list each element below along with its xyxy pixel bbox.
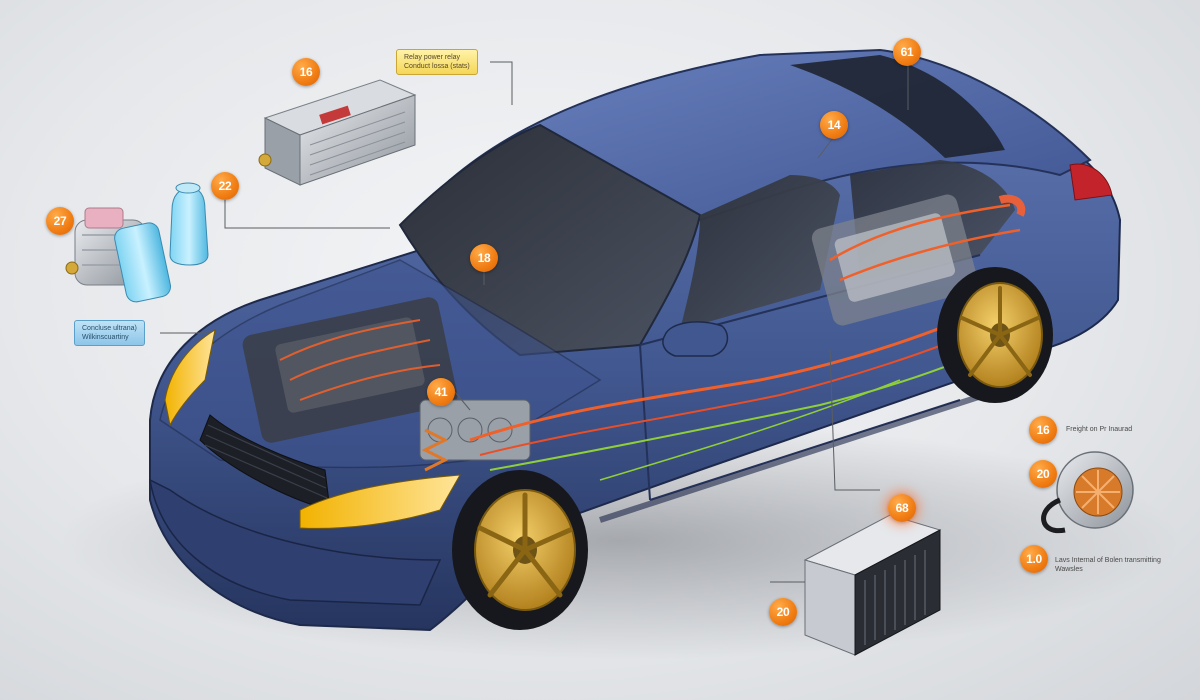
relay-tag-line1: Relay power relay	[404, 54, 461, 61]
leader-lines	[160, 61, 909, 583]
callout-16-legend: 16	[1029, 416, 1057, 444]
front-bumper	[149, 478, 442, 606]
callout-20-legend: 20	[1029, 460, 1057, 488]
intake-tag-line1: Concluse ultrana)	[82, 325, 137, 332]
callout-41: 41	[427, 378, 455, 406]
pump-assembly	[65, 182, 209, 303]
relay-tag: Relay power relay Conduct lossa (stats)	[396, 49, 478, 75]
tail-light	[1069, 163, 1113, 201]
battery	[803, 514, 942, 656]
intake-tag-line2: Wilkinscuartiny	[82, 334, 129, 341]
callout-14: 14	[820, 111, 848, 139]
callout-20-battery: 20	[769, 598, 797, 626]
legend-caption-10: Lavs Internal of Bolen transmitting Waws…	[1055, 556, 1161, 574]
legend-caption-10-line1: Lavs Internal of Bolen transmitting	[1055, 557, 1161, 564]
headlight-left	[164, 328, 216, 427]
rear-drivetrain	[811, 194, 1026, 326]
front-spring	[421, 428, 449, 472]
legend-caption-16: Freight on Pr Inaurad	[1066, 426, 1133, 433]
reservoir-bottle	[169, 187, 209, 266]
callout-22: 22	[211, 172, 239, 200]
callout-27: 27	[46, 207, 74, 235]
callout-68: 68	[888, 494, 916, 522]
blower-unit	[1041, 451, 1134, 534]
sunroof	[790, 55, 1005, 158]
relay-module	[258, 79, 417, 186]
callout-18: 18	[470, 244, 498, 272]
intake-tag: Concluse ultrana) Wilkinscuartiny	[74, 320, 145, 346]
callout-61: 61	[893, 38, 921, 66]
side-mirror	[662, 321, 729, 357]
headlight-right	[299, 474, 461, 529]
relay-tag-line2: Conduct lossa (stats)	[404, 63, 470, 70]
legend-caption-10-line2: Wawsles	[1055, 566, 1083, 573]
side-window-front	[680, 175, 840, 330]
engine-bay	[242, 297, 531, 472]
grille	[199, 414, 331, 511]
rear-wheel	[937, 267, 1053, 403]
front-wheel	[452, 470, 588, 630]
side-sill	[599, 387, 1001, 523]
callout-10-legend: 1.0	[1020, 545, 1048, 573]
callout-16: 16	[292, 58, 320, 86]
grille-slats	[204, 424, 328, 499]
